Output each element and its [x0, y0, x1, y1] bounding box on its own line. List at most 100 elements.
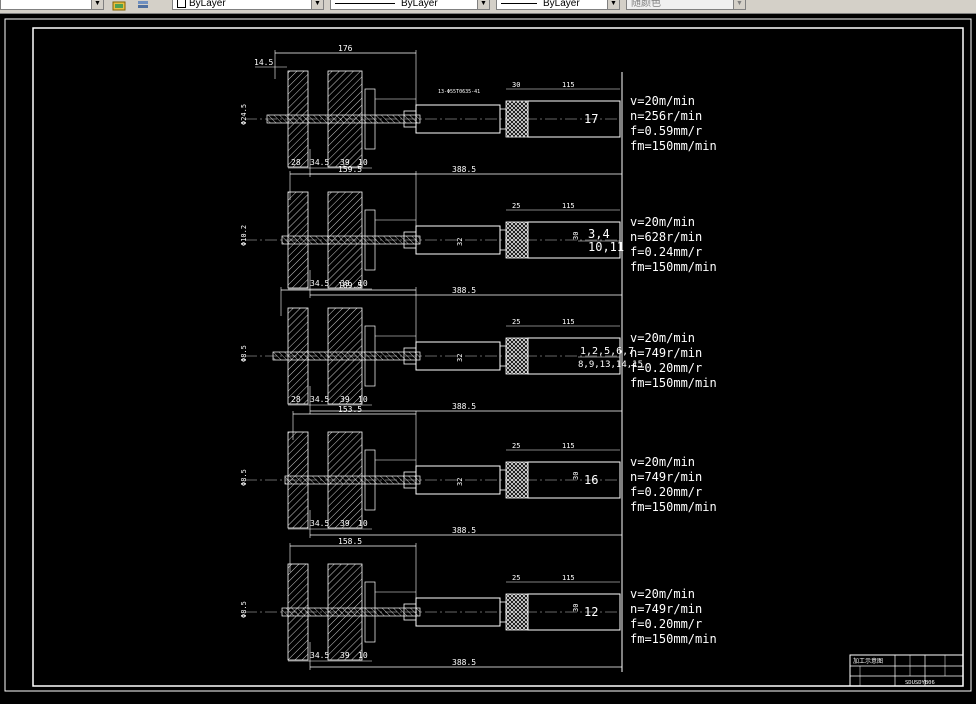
spindle-numbers-bottom: 10,11: [588, 240, 624, 254]
spindle-bearing: [505, 461, 529, 499]
power-head: [527, 100, 621, 138]
layer-state-dropdown[interactable]: ▼: [0, 0, 104, 10]
spindle-number: 17: [584, 112, 598, 126]
dim-text-overall: 176: [338, 44, 353, 53]
dim-text-shank: 32: [456, 354, 464, 362]
dim-text-b2: 34.5: [310, 395, 329, 404]
chevron-down-icon: ▼: [311, 0, 323, 9]
line-sample-icon: [501, 2, 537, 4]
dim-text-head-a: 25: [512, 442, 520, 450]
dim-text-b3: 39: [340, 395, 350, 404]
cutting-parameter-4: fm=150mm/min: [630, 500, 717, 514]
power-head: [527, 593, 621, 631]
dim-text-total: 388.5: [452, 658, 476, 667]
dim-text-total: 388.5: [452, 526, 476, 535]
title-block: 加工示意图 SDUSDYB06: [849, 654, 964, 687]
cutting-parameter-1: v=20m/min: [630, 94, 695, 108]
dim-text-head-a: 25: [512, 318, 520, 326]
properties-toolbar: ▼ ByLayer ▼ ByLayer ▼ ByLayer ▼ 随颜色 ▼: [0, 0, 976, 14]
dim-text-overall: 159.5: [338, 165, 362, 174]
chevron-down-icon: ▼: [91, 0, 103, 9]
chevron-down-icon: ▼: [477, 0, 489, 9]
cutting-parameter-3: f=0.20mm/r: [630, 361, 702, 375]
plotstyle-value: 随颜色: [631, 0, 661, 9]
dim-text-radius: 30: [572, 604, 580, 612]
cutting-parameter-2: n=749r/min: [630, 602, 702, 616]
color-value: ByLayer: [189, 0, 226, 9]
cutting-parameter-4: fm=150mm/min: [630, 376, 717, 390]
cutting-parameter-4: fm=150mm/min: [630, 260, 717, 274]
cutting-parameter-2: n=749r/min: [630, 470, 702, 484]
cutting-parameter-4: fm=150mm/min: [630, 632, 717, 646]
dim-text-b4: 10: [358, 651, 368, 660]
plotstyle-control-dropdown[interactable]: 随颜色 ▼: [626, 0, 746, 10]
cutting-parameter-1: v=20m/min: [630, 215, 695, 229]
linetype-control-dropdown[interactable]: ByLayer ▼: [330, 0, 490, 10]
line-sample-icon: [335, 2, 395, 4]
title-block-code: SDUSDYB06: [905, 680, 935, 686]
drawing-sheet-border: [4, 18, 972, 692]
dim-text-head-c: 115: [562, 202, 575, 210]
dim-text-head-a: 25: [512, 202, 520, 210]
color-control-dropdown[interactable]: ByLayer ▼: [172, 0, 324, 10]
dim-text-diameter: Φ8.5: [240, 469, 248, 486]
dim-text-b3: 39: [340, 158, 350, 167]
cutting-parameter-3: f=0.20mm/r: [630, 617, 702, 631]
dim-text-total: 388.5: [452, 402, 476, 411]
linetype-value: ByLayer: [401, 0, 438, 9]
dim-text-head-c: 115: [562, 81, 575, 89]
dim-text-diameter: Φ24.5: [240, 104, 248, 125]
power-head: [527, 461, 621, 499]
dim-text-b2: 34.5: [310, 158, 329, 167]
color-swatch-icon: [177, 0, 186, 8]
layer-previous-icon[interactable]: [136, 0, 150, 11]
dim-text-head-c: 115: [562, 318, 575, 326]
power-head: [527, 221, 621, 259]
dim-text-overall: 158.5: [338, 537, 362, 546]
power-head: [527, 337, 621, 375]
drawing-frame: [32, 27, 964, 687]
chevron-down-icon: ▼: [733, 0, 745, 9]
spindle-numbers-bottom: 8,9,13,14,15: [578, 360, 643, 370]
lineweight-value: ByLayer: [543, 0, 580, 9]
cutting-parameter-2: n=256r/min: [630, 109, 702, 123]
cutting-parameter-4: fm=150mm/min: [630, 139, 717, 153]
dim-text-head-a: 30: [512, 81, 520, 89]
title-block-name: 加工示意图: [853, 657, 883, 665]
dim-text-overall: 169.5: [338, 281, 362, 290]
dim-text-diameter: Φ8.5: [240, 345, 248, 362]
dim-text-b1: 28: [291, 158, 301, 167]
spindle-bearing: [505, 337, 529, 375]
spindle-bearing: [505, 100, 529, 138]
cutting-parameter-2: n=628r/min: [630, 230, 702, 244]
dim-text-b2: 34.5: [310, 519, 329, 528]
spindle-bearing: [505, 593, 529, 631]
tool-label-text: 13-Φ55T0635-41: [438, 89, 480, 95]
dim-text-b3: 39: [340, 279, 350, 288]
dim-text-total: 388.5: [452, 165, 476, 174]
dim-text-b2: 34.5: [310, 279, 329, 288]
lineweight-control-dropdown[interactable]: ByLayer ▼: [496, 0, 620, 10]
spindle-numbers-top: 3,4: [588, 227, 610, 241]
dim-text-b1: 28: [291, 395, 301, 404]
dim-text-total: 388.5: [452, 286, 476, 295]
model-space-background: [0, 14, 976, 704]
spindle-numbers-top: 1,2,5,6,7: [580, 346, 634, 357]
chevron-down-icon: ▼: [607, 0, 619, 9]
cutting-parameter-3: f=0.59mm/r: [630, 124, 702, 138]
dim-text-b4: 10: [358, 395, 368, 404]
dim-text-radius: 30: [572, 472, 580, 480]
machining-stage-3: 169.5Φ8.5 28 34.5 39 10 388.5 32 25 115 1,2,5,6,7…: [240, 281, 717, 414]
layer-manager-icon[interactable]: [112, 0, 126, 11]
cutting-parameter-2: n=749r/min: [630, 346, 702, 360]
dim-text-b3: 39: [340, 519, 350, 528]
dim-text-b4: 10: [358, 158, 368, 167]
dim-text-b2: 34.5: [310, 651, 329, 660]
dim-text-offset: 14.5: [254, 58, 273, 67]
dim-text-shank: 32: [456, 478, 464, 486]
cutting-parameter-1: v=20m/min: [630, 455, 695, 469]
cutting-parameter-3: f=0.20mm/r: [630, 485, 702, 499]
